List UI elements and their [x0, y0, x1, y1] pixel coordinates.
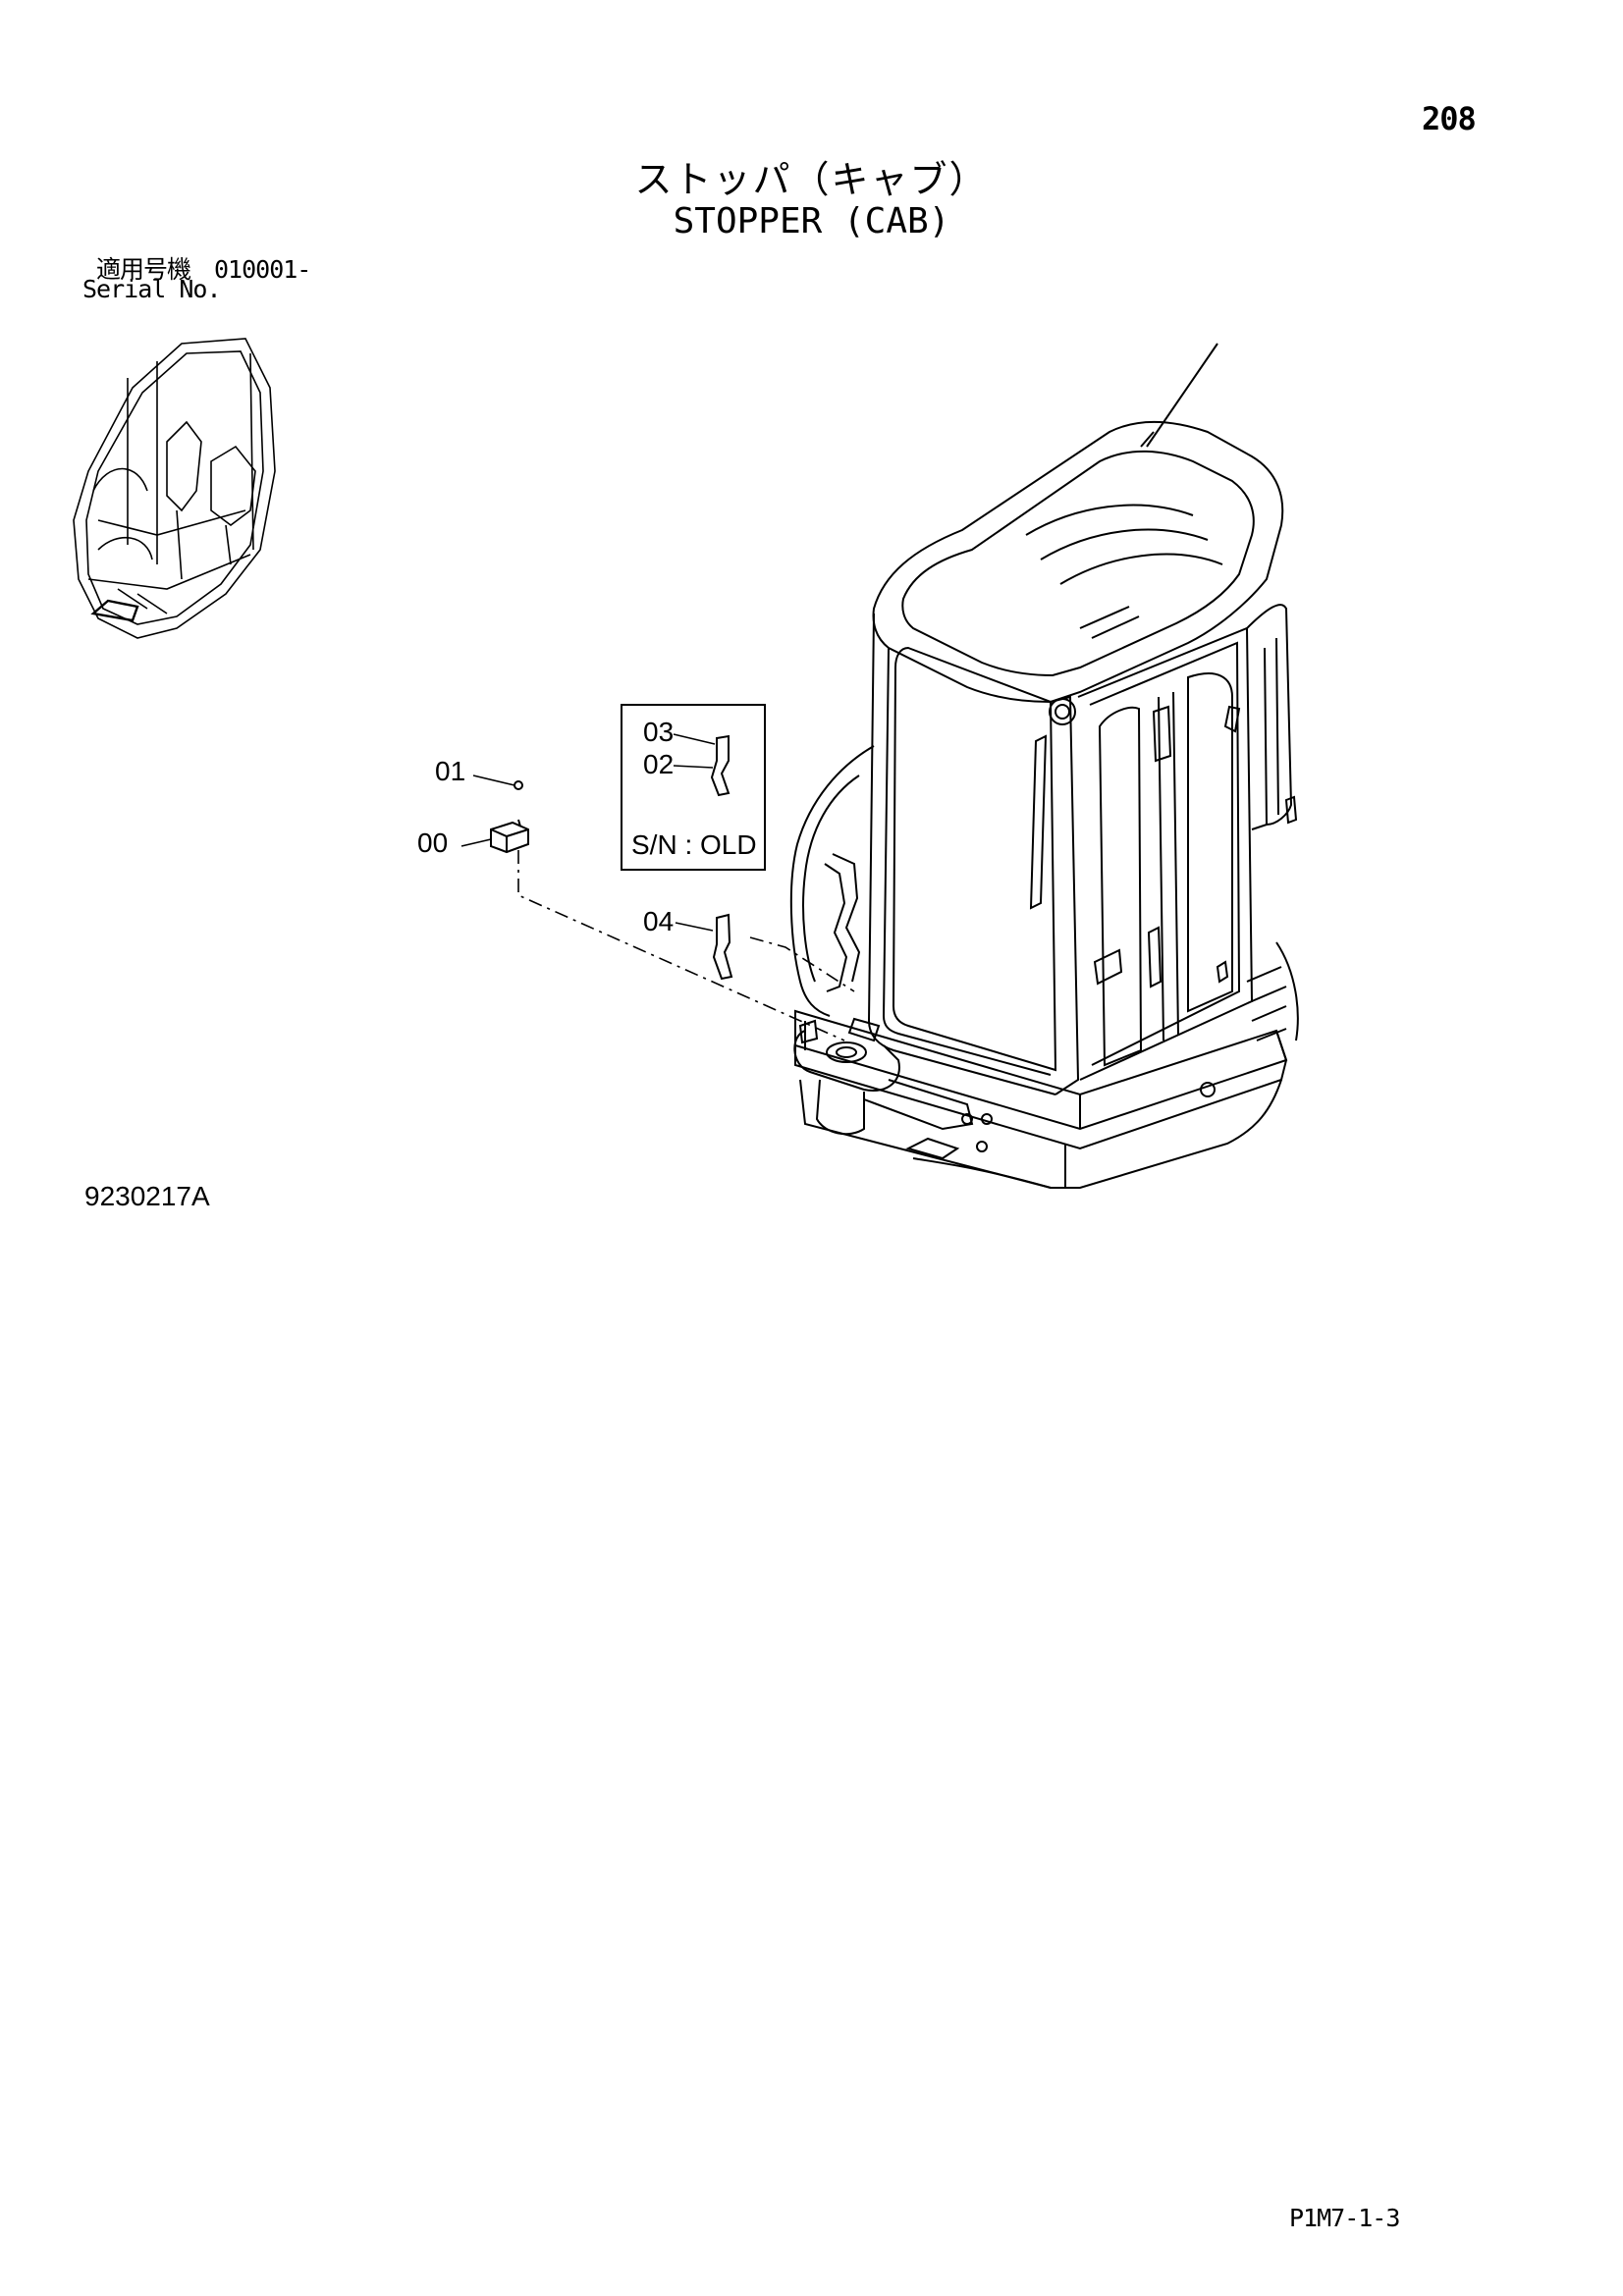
serial-number-label: Serial No. — [82, 275, 222, 303]
page-title-english: STOPPER (CAB) — [673, 201, 950, 241]
old-serial-group-box — [621, 704, 766, 871]
locator-illustration — [73, 338, 276, 639]
leader-lines — [460, 733, 855, 1041]
page-number: 208 — [1422, 100, 1477, 137]
part-00-stopper — [490, 821, 529, 854]
callout-04: 04 — [643, 906, 675, 936]
page-title-japanese: ストッパ（キャブ） — [634, 158, 989, 201]
footer-code: P1M7-1-3 — [1289, 2204, 1400, 2232]
part-04-rubber — [712, 913, 733, 981]
old-serial-label: S/N : OLD — [631, 829, 757, 860]
callout-02: 02 — [643, 749, 675, 779]
stopper-parts — [490, 734, 733, 981]
part-02-03-rubber — [710, 734, 730, 797]
part-01-bolt — [514, 780, 523, 790]
callout-03: 03 — [643, 717, 675, 747]
callout-01: 01 — [435, 756, 466, 786]
cab-illustration — [789, 343, 1299, 1189]
callout-00: 00 — [417, 828, 449, 858]
serial-applicable-label: 適用号機 010001- — [96, 255, 311, 284]
drawing-number: 9230217A — [84, 1181, 210, 1211]
